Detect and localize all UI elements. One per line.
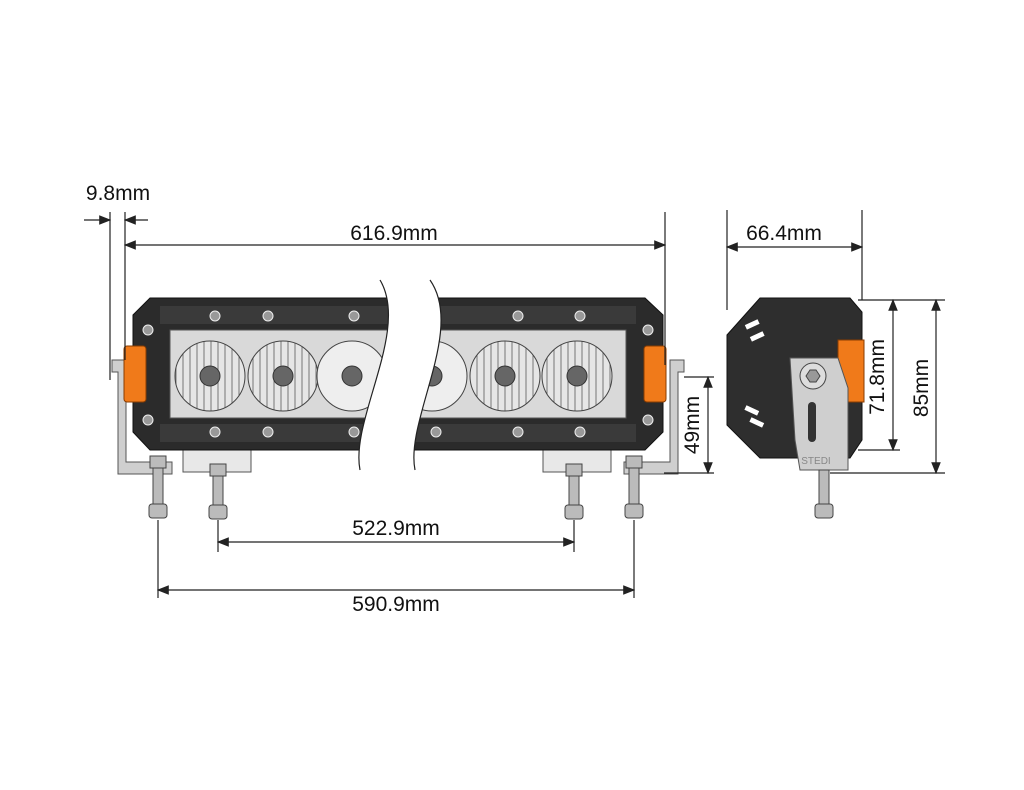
- screw-icon: [262, 310, 274, 322]
- screws: [142, 310, 654, 438]
- right-end-cap: [643, 345, 667, 403]
- label-depth: 66.4mm: [746, 222, 822, 245]
- length-break: [358, 280, 442, 470]
- led-emitter: [341, 365, 363, 387]
- screw-icon: [348, 310, 360, 322]
- label-end-offset: 9.8mm: [86, 182, 150, 205]
- screw-icon: [642, 324, 654, 336]
- dimension-labels: 9.8mm 616.9mm 522.9mm 590.9mm 66.4mm 49m…: [86, 182, 933, 616]
- mount-bolts: [148, 455, 644, 520]
- label-mount-height: 49mm: [681, 396, 704, 454]
- side-view: STEDI: [726, 297, 865, 519]
- bolt: [148, 455, 168, 519]
- front-view: [111, 279, 685, 520]
- dimension-lines: [84, 210, 945, 598]
- screw-icon: [209, 426, 221, 438]
- adjust-slot: [808, 402, 816, 442]
- screw-icon: [574, 426, 586, 438]
- screw-icon: [209, 310, 221, 322]
- bolt: [208, 463, 228, 520]
- label-total-height: 85mm: [910, 359, 933, 417]
- label-body-height: 71.8mm: [866, 339, 889, 415]
- label-outer-mount-spacing: 590.9mm: [352, 593, 440, 616]
- bolt: [624, 455, 644, 519]
- screw-icon: [262, 426, 274, 438]
- screw-icon: [142, 324, 154, 336]
- label-overall-length: 616.9mm: [350, 222, 438, 245]
- led-emitter: [566, 365, 588, 387]
- screw-icon: [642, 414, 654, 426]
- led-emitter: [199, 365, 221, 387]
- screw-icon: [430, 426, 442, 438]
- bolt: [564, 463, 584, 520]
- side-bolt: [814, 469, 834, 519]
- screw-icon: [512, 426, 524, 438]
- screw-icon: [142, 414, 154, 426]
- screw-icon: [574, 310, 586, 322]
- led-emitter: [272, 365, 294, 387]
- bracket-logo: STEDI: [801, 456, 830, 467]
- screw-icon: [512, 310, 524, 322]
- label-inner-mount-spacing: 522.9mm: [352, 517, 440, 540]
- led-emitter: [494, 365, 516, 387]
- left-end-cap: [123, 345, 147, 403]
- screw-icon: [348, 426, 360, 438]
